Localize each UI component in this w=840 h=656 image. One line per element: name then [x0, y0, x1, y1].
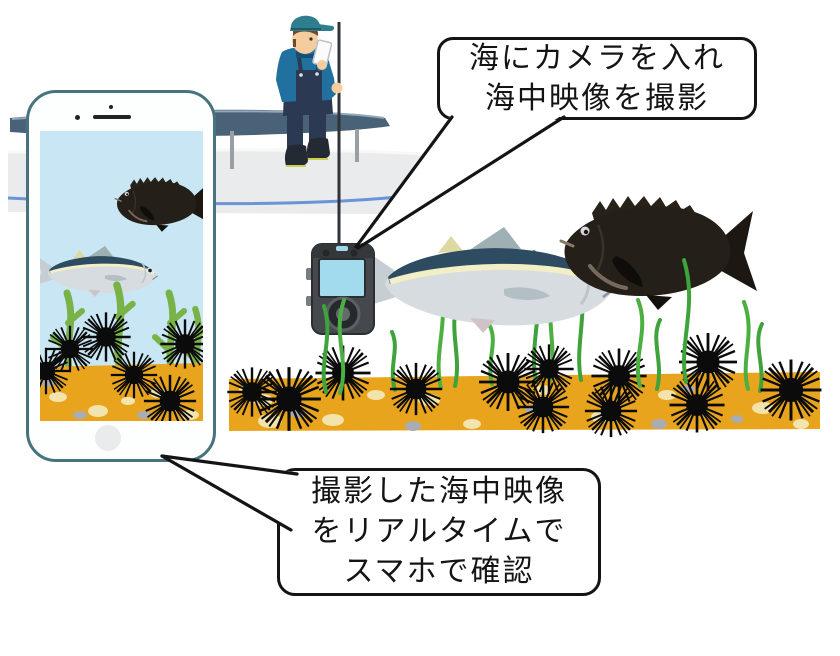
seaweed-front	[321, 258, 692, 395]
sea-urchin	[583, 383, 639, 439]
sea-urchin	[477, 351, 539, 413]
fisherman	[276, 15, 343, 167]
sea-urchin	[668, 376, 726, 434]
callout-phone-line3: スマホで確認	[343, 554, 535, 589]
phone-speaker	[93, 115, 131, 119]
callout-camera-line1: 海にカメラを入れ	[469, 40, 725, 76]
callout-camera: 海にカメラを入れ 海中映像を撮影	[437, 37, 757, 120]
phone-screen-video	[40, 131, 203, 421]
callout-phone: 撮影した海中映像 をリアルタイムで スマホで確認	[277, 468, 601, 596]
fisherman-hand	[331, 82, 343, 94]
screen-underwater-view	[40, 176, 203, 421]
fisherman-boot	[284, 144, 308, 166]
sea-urchin	[515, 379, 571, 435]
canopy-post	[230, 131, 234, 169]
sea-urchin	[523, 343, 575, 395]
sea-urchin	[255, 365, 323, 433]
canopy-post	[355, 129, 359, 162]
fisherman-cap	[290, 15, 321, 31]
sea-urchin	[388, 361, 444, 417]
fisherman-head	[292, 26, 318, 54]
camera-screen	[318, 258, 366, 298]
smartphone	[26, 90, 216, 462]
callout-phone-line1: 撮影した海中映像	[311, 474, 567, 509]
screen-black-sea-bream	[114, 176, 203, 233]
callout-phone-line2: をリアルタイムで	[311, 514, 567, 549]
sea-urchin	[759, 358, 823, 422]
fisherman-hand	[317, 60, 327, 70]
fisherman-boot	[306, 137, 330, 159]
cap-brim	[318, 24, 334, 31]
callout-camera-line2: 海中映像を撮影	[485, 80, 709, 116]
phone-home-button	[95, 425, 121, 451]
phone-sensor-dot	[109, 105, 113, 109]
screen-tuna-fish	[40, 244, 160, 299]
fisherman-leg	[287, 108, 303, 148]
phone-front-camera	[75, 115, 80, 120]
